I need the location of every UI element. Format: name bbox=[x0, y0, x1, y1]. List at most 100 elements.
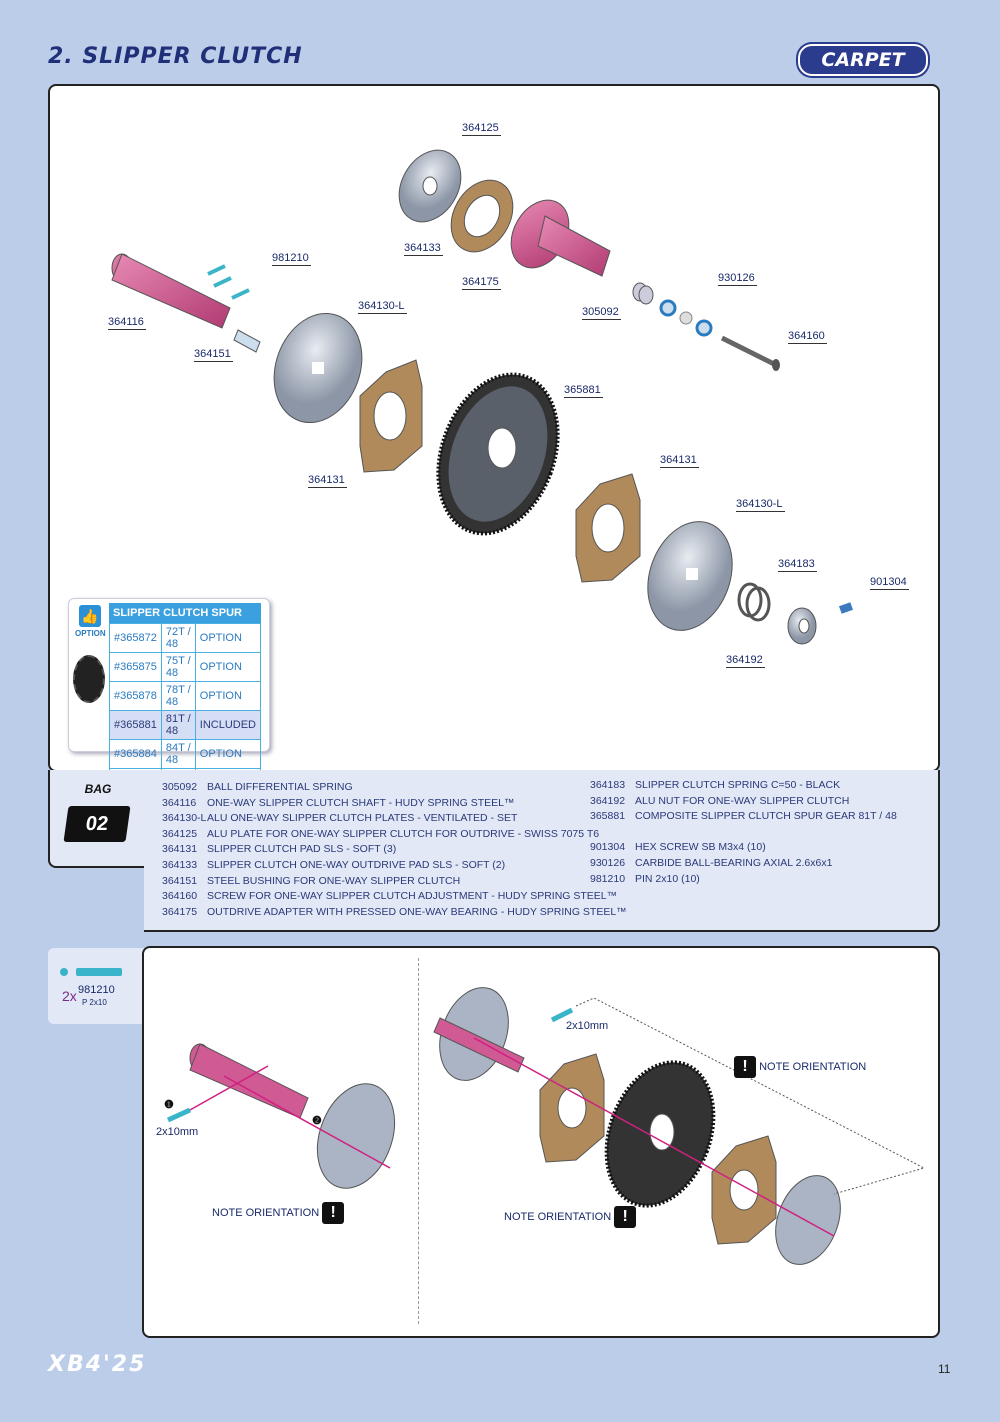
label-364131-b: 364131 bbox=[660, 454, 699, 468]
label-365881: 365881 bbox=[564, 384, 603, 398]
option-cell-teeth: 72T / 48 bbox=[160, 623, 196, 653]
exploded-view-panel: 364125 364133 364175 930126 305092 36416… bbox=[48, 84, 940, 798]
bom-desc: SLIPPER CLUTCH ONE-WAY OUTDRIVE PAD SLS … bbox=[207, 858, 506, 871]
label-364151: 364151 bbox=[194, 348, 233, 362]
bom-code: 901304 bbox=[590, 841, 626, 854]
bom-code: 364183 bbox=[590, 779, 626, 791]
step-divider bbox=[418, 958, 419, 1324]
bom-desc: CARBIDE BALL-BEARING AXIAL 2.6x6x1 bbox=[635, 856, 833, 869]
label-364116: 364116 bbox=[108, 316, 146, 330]
bom-code: 364130-L bbox=[162, 812, 207, 825]
option-cell-part: #365884 bbox=[109, 739, 162, 769]
warning-icon: ! bbox=[322, 1202, 345, 1224]
page-title: 2. SLIPPER CLUTCH bbox=[48, 44, 303, 69]
bom-code: 364160 bbox=[162, 890, 198, 903]
bom-desc: STEEL BUSHING FOR ONE-WAY SLIPPER CLUTCH bbox=[207, 874, 461, 887]
pin-side-icon bbox=[76, 968, 122, 976]
nut-364192 bbox=[787, 607, 817, 645]
bom-desc: OUTDRIVE ADAPTER WITH PRESSED ONE-WAY BE… bbox=[207, 905, 627, 918]
bom-desc: ALU PLATE FOR ONE-WAY SLIPPER CLUTCH FOR… bbox=[207, 827, 600, 840]
step-qty: 2x bbox=[62, 988, 77, 1004]
label-930126: 930126 bbox=[718, 272, 757, 286]
bom-code: 364175 bbox=[162, 905, 198, 918]
option-cell-status: OPTION bbox=[194, 623, 262, 653]
step-right-pin-label: 2x10mm bbox=[566, 1020, 609, 1032]
option-cell-status: OPTION bbox=[194, 681, 262, 711]
bom-row: 981210 PIN 2x10 (10) bbox=[590, 872, 897, 888]
option-cell-teeth: 78T / 48 bbox=[160, 681, 196, 711]
option-cell-status: INCLUDED bbox=[194, 710, 262, 740]
bom-row: 364151 STEEL BUSHING FOR ONE-WAY SLIPPER … bbox=[162, 874, 627, 890]
step-right-plate-shaft bbox=[433, 987, 525, 1081]
label-305092: 305092 bbox=[582, 306, 621, 320]
step-number-2: ❷ bbox=[312, 1115, 322, 1127]
alu-plate-364125 bbox=[398, 149, 462, 223]
bom-desc: BALL DIFFERENTIAL SPRING bbox=[207, 781, 353, 793]
bom-code: 364192 bbox=[590, 794, 626, 807]
option-cell-part: #365872 bbox=[109, 623, 162, 653]
option-box-header: SLIPPER CLUTCH SPUR GEARS bbox=[109, 603, 261, 639]
pad-364131-a bbox=[359, 359, 423, 473]
bom-desc: ALU NUT FOR ONE-WAY SLIPPER CLUTCH bbox=[635, 794, 850, 807]
option-cell-teeth: 84T / 48 bbox=[160, 739, 196, 769]
label-364131-a: 364131 bbox=[308, 474, 347, 488]
note-orientation-right-bottom: NOTE ORIENTATION ! bbox=[504, 1206, 637, 1228]
bom-row: 901304 HEX SCREW SB M3x4 (10) bbox=[590, 840, 897, 856]
bom-right-column: 364183 SLIPPER CLUTCH SPRING C=50 - BLACK… bbox=[590, 778, 897, 887]
label-364160: 364160 bbox=[788, 330, 827, 344]
bom-row: 930126 CARBIDE BALL-BEARING AXIAL 2.6x6x1 bbox=[590, 856, 897, 872]
bag-tab: BAG 02 bbox=[48, 770, 148, 868]
bom-code: 930126 bbox=[590, 856, 626, 869]
bom-row: 364175 OUTDRIVE ADAPTER WITH PRESSED ONE-… bbox=[162, 905, 627, 921]
step-right-gear bbox=[604, 1060, 716, 1208]
bom-desc: SLIPPER CLUTCH SPRING C=50 - BLACK bbox=[635, 779, 841, 791]
bom-desc: ONE-WAY SLIPPER CLUTCH SHAFT - HUDY SPRI… bbox=[207, 796, 515, 809]
bom-row: 364183 SLIPPER CLUTCH SPRING C=50 - BLACK bbox=[590, 778, 897, 794]
step-right-dotted-guide bbox=[575, 997, 926, 1195]
option-cell-teeth: 81T / 48 bbox=[160, 710, 196, 740]
footer-logo: XB4'25 bbox=[48, 1352, 147, 1377]
step-right-pin bbox=[550, 1007, 574, 1023]
bom-row: 364192 ALU NUT FOR ONE-WAY SLIPPER CLUTCH bbox=[590, 794, 897, 810]
assembly-step-panel: ❶ ❷ 2x10mm 2x10mm NOTE ORIENTATION ! ! N… bbox=[142, 946, 940, 1338]
bom-desc: COMPOSITE SLIPPER CLUTCH SPUR GEAR 81T /… bbox=[635, 810, 897, 823]
step-right-axis bbox=[473, 1037, 835, 1237]
thumbs-up-icon: 👍 bbox=[79, 605, 101, 627]
bom-code: 365881 bbox=[590, 810, 626, 823]
option-cell-status: OPTION bbox=[194, 739, 262, 769]
pin-end-icon bbox=[60, 968, 68, 976]
outdrive-364175 bbox=[510, 199, 611, 277]
bom-desc: PIN 2x10 (10) bbox=[635, 872, 700, 885]
step-left-pin bbox=[166, 1065, 269, 1123]
option-cell-teeth: 75T / 48 bbox=[160, 652, 196, 682]
step-right-pad-b bbox=[711, 1135, 777, 1245]
option-icon-label: OPTION bbox=[75, 629, 106, 638]
option-cell-status: OPTION bbox=[194, 652, 262, 682]
label-364183: 364183 bbox=[778, 558, 817, 572]
step-right-plate-b bbox=[775, 1175, 841, 1265]
bom-code: 364151 bbox=[162, 874, 198, 887]
bom-code: 364133 bbox=[162, 858, 198, 871]
bom-row: 364130-LALU ONE-WAY SLIPPER CLUTCH PLATE… bbox=[162, 811, 627, 827]
clutch-plate-364130-b bbox=[647, 521, 733, 631]
step-right-pad-a bbox=[539, 1053, 605, 1163]
bom-desc: HEX SCREW SB M3x4 (10) bbox=[635, 841, 766, 854]
exploded-view-drawing bbox=[111, 149, 854, 645]
screw-364160 bbox=[720, 335, 780, 371]
bag-number: 02 bbox=[63, 806, 131, 842]
bom-desc: ALU ONE-WAY SLIPPER CLUTCH PLATES - VENT… bbox=[207, 812, 518, 825]
screw-901304 bbox=[838, 602, 854, 614]
bom-code: 981210 bbox=[590, 872, 626, 885]
warning-icon: ! bbox=[614, 1206, 637, 1228]
label-364130-L-a: 364130-L bbox=[358, 300, 407, 314]
option-cell-part: #365875 bbox=[109, 652, 162, 682]
label-364175: 364175 bbox=[462, 276, 501, 290]
